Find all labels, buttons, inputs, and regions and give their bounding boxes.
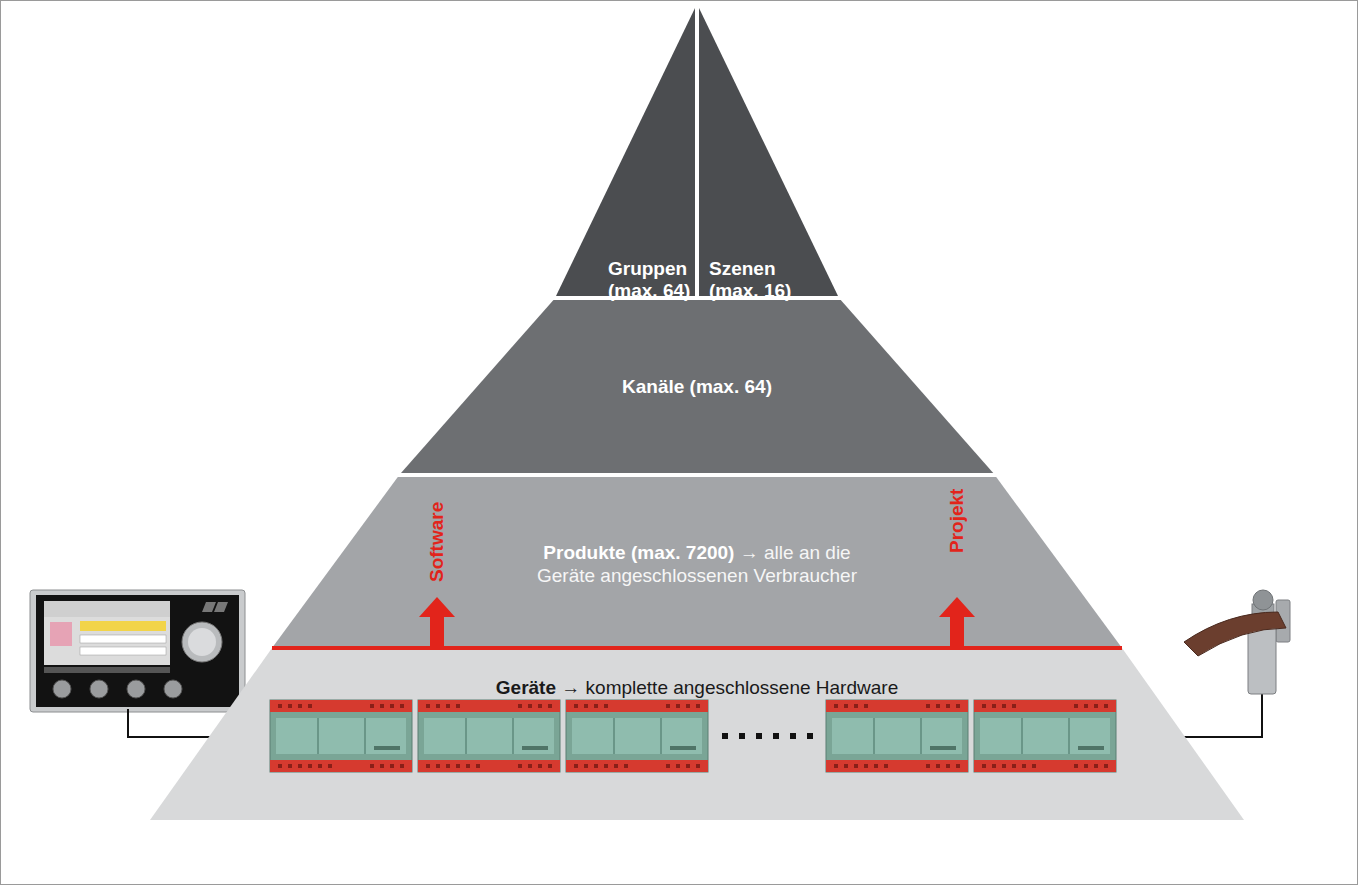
ellipsis-dots xyxy=(722,733,813,739)
layer-fill xyxy=(699,8,838,296)
dot xyxy=(756,733,762,739)
sensor-dome xyxy=(1253,590,1273,610)
panel-button xyxy=(164,680,182,698)
dot xyxy=(722,733,728,739)
arrow-caption: Projekt xyxy=(946,489,968,553)
layer-fill xyxy=(556,8,695,296)
layer-text: Geräte→ komplette angeschlossene Hardwar… xyxy=(347,677,1047,699)
screen-bar xyxy=(80,635,166,643)
device-module xyxy=(566,700,708,772)
layer-title: Geräte xyxy=(496,677,556,698)
layer-shape xyxy=(556,8,695,296)
pyramid-layer: Kanäle (max. 64) xyxy=(401,300,993,473)
knob-cap xyxy=(188,628,216,656)
screen-header xyxy=(44,601,170,617)
dot xyxy=(773,733,779,739)
screen-icon xyxy=(50,622,72,646)
red-divider-line xyxy=(272,646,1122,650)
device-module xyxy=(270,700,412,772)
screen-footer xyxy=(44,667,170,673)
layer-fill xyxy=(272,477,1122,648)
panel-button xyxy=(127,680,145,698)
panel-frame xyxy=(30,590,245,712)
arrow-shaft xyxy=(430,616,444,648)
pyramid-layer: Szenen (max. 16) xyxy=(699,8,838,296)
device-module xyxy=(974,700,1116,772)
sensor-hood xyxy=(1184,612,1286,656)
panel-button xyxy=(53,680,71,698)
layer-title: Gruppen (max. 64) xyxy=(608,258,690,301)
panel-face xyxy=(36,595,239,707)
layer-fill xyxy=(401,300,993,473)
layer-title: Produkte (max. 7200) xyxy=(543,542,734,563)
layer-text: Produkte (max. 7200)→ alle an die Geräte… xyxy=(522,541,872,587)
arrow-caption: Software xyxy=(426,502,448,582)
pyramid-layer: Produkte (max. 7200)→ alle an die Geräte… xyxy=(272,477,1122,648)
arrow-shaft xyxy=(950,616,964,648)
dot xyxy=(790,733,796,739)
dot xyxy=(739,733,745,739)
panel-screen xyxy=(44,601,170,665)
layer-text: Szenen (max. 16) xyxy=(709,258,809,302)
logo-mark xyxy=(202,602,228,612)
layer-text: Gruppen (max. 64) xyxy=(608,258,696,302)
red-arrow xyxy=(939,597,975,648)
device-module xyxy=(826,700,968,772)
device-module xyxy=(418,700,560,772)
layer-description: → komplette angeschlossene Hardware xyxy=(561,677,898,698)
layer-text: Kanäle (max. 64) xyxy=(497,376,897,398)
pyramid-layer: Gruppen (max. 64) xyxy=(556,8,695,296)
screen-bar xyxy=(80,647,166,655)
knob xyxy=(182,622,222,662)
control-panel xyxy=(30,590,245,712)
dot xyxy=(807,733,813,739)
arrow-head xyxy=(939,597,975,617)
layer-title: Szenen (max. 16) xyxy=(709,258,791,301)
screen-bar xyxy=(80,621,166,631)
layer-title: Kanäle (max. 64) xyxy=(622,376,772,397)
layer-shape xyxy=(699,8,838,296)
red-arrow xyxy=(419,597,455,648)
weather-sensor xyxy=(1184,590,1290,694)
arrow-head xyxy=(419,597,455,617)
layer-fill xyxy=(150,648,1244,820)
panel-button xyxy=(90,680,108,698)
